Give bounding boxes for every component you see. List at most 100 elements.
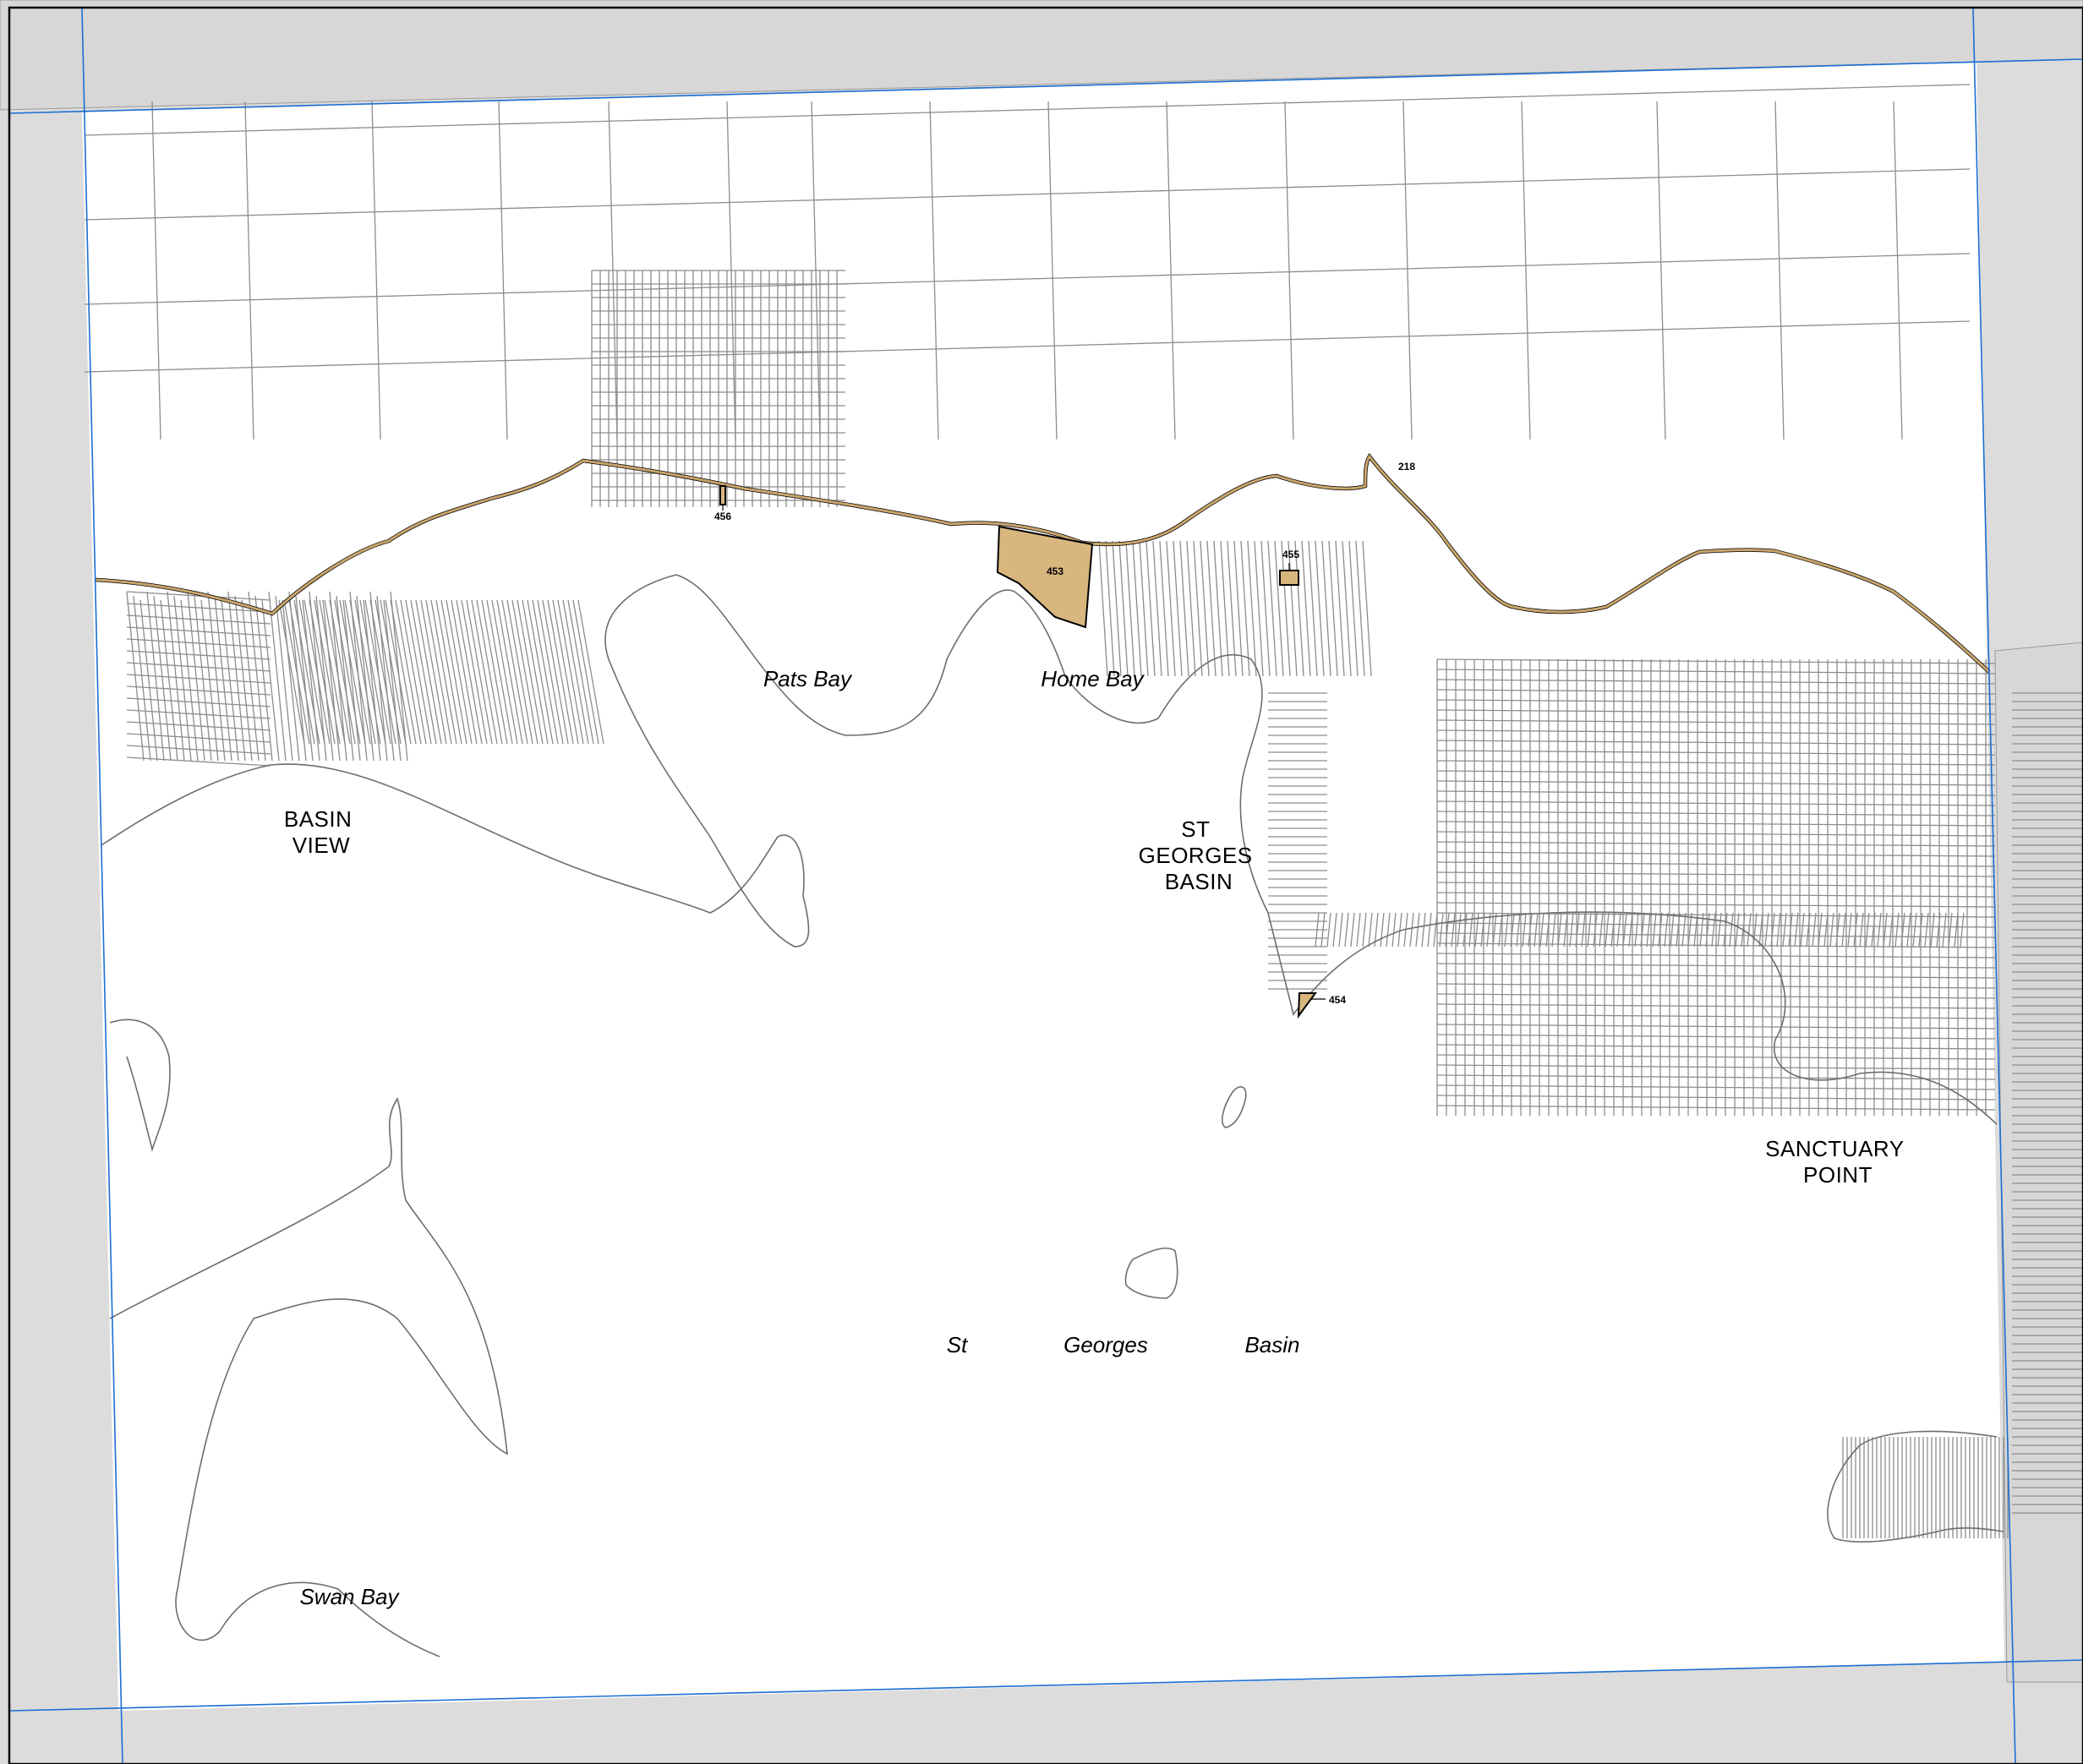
parcel-boundary [1409,912,1414,948]
parcel-boundary [1605,912,1610,948]
parcel-boundary [84,320,1971,373]
parcel-boundary [537,599,564,745]
parcel-boundary [1551,912,1556,948]
parcel-boundary [425,599,452,745]
parcel-boundary [1186,540,1196,677]
parcel-boundary [1557,912,1562,948]
parcel-boundary [1776,912,1781,948]
parcel-boundary [1656,101,1666,440]
parcel-boundary [1693,912,1698,948]
parcel-boundary [385,599,412,745]
parcel-boundary [1433,912,1438,948]
parcel-boundary [1402,101,1413,440]
island-south [1124,1247,1178,1299]
parcel-boundary [1942,912,1947,948]
parcel-boundary [1355,540,1365,677]
parcel-boundary [1906,912,1911,948]
parcel-boundary [1274,540,1284,677]
parcel-boundary [1179,540,1189,677]
parcel-boundary [375,599,402,745]
parcel-boundary [1213,540,1223,677]
parcel-boundary [303,599,331,745]
parcel-boundary [1539,912,1544,948]
parcel-boundary [1948,912,1953,948]
parcel-boundary [1652,912,1657,948]
parcel-boundary [139,599,158,762]
parcel-boundary [84,84,1971,136]
parcel-boundary [1397,912,1402,948]
parcel-boundary [1616,912,1621,948]
parcel-boundary [309,599,336,745]
parcel-boundary [1145,540,1156,677]
parcel-boundary [1534,912,1539,948]
parcel-boundary [491,599,518,745]
parcel-boundary [1362,912,1367,948]
parcel-boundary [1233,540,1244,677]
parcel-boundary [1930,912,1935,948]
parcel-boundary [1332,912,1337,948]
island-north [1222,1086,1247,1128]
lot-labels: 453 455 454 456 218 [714,461,1415,1006]
parcel-boundary [126,591,271,601]
parcel-boundary [567,599,594,745]
parcel-boundary [126,756,271,767]
parcel-boundary [1954,912,1959,948]
parcel-boundary [364,599,391,745]
parcel-boundary [339,599,366,745]
parcel-boundary [359,599,386,745]
parcel-boundary [405,599,432,745]
parcel-boundary [1457,912,1462,948]
parcel-boundary [572,599,599,745]
parcel-boundary [283,599,310,745]
parcel-boundary [461,599,488,745]
parcel-boundary [1159,540,1169,677]
parcel-boundary [1260,540,1271,677]
parcel-boundary [1391,912,1397,948]
parcel-boundary [1315,912,1320,948]
lot-454-label: 454 [1329,994,1346,1006]
parcel-boundary [486,599,513,745]
parcel-boundary [187,591,205,762]
parcel-boundary [1047,101,1058,440]
parcel-boundary [1320,912,1326,948]
parcel-boundary [349,599,376,745]
leader-lines [722,505,1326,1000]
parcel-boundary [440,599,467,745]
parcel-boundary [476,599,503,745]
parcel-boundary [126,733,271,743]
parcel-boundary [1758,912,1763,948]
parcel-boundary [1634,912,1639,948]
water-lake-st: St [947,1332,969,1357]
parcel-boundary [1818,912,1823,948]
parcel-boundary [126,591,145,762]
parcel-boundary [1847,912,1852,948]
parcel-boundary [167,591,185,762]
parcel-boundary [1380,912,1385,948]
parcel-boundary [1829,912,1834,948]
parcel-boundary [1504,912,1509,948]
parcel-boundary [1362,540,1372,677]
parcel-boundary [1227,540,1237,677]
parcel-boundary [1764,912,1769,948]
sheet-edges [9,8,2083,1764]
lake-shore-west [109,1019,171,1152]
water-home-bay: Home Bay [1041,666,1145,691]
parcel-boundary [153,595,172,762]
parcel-boundary [126,721,271,731]
parcel-boundary [126,626,271,636]
parcel-boundary [1894,912,1900,948]
parcel-boundary [1729,912,1734,948]
parcel-boundary [1166,101,1176,440]
parcel-boundary [380,599,407,745]
parcel-boundary [1173,540,1183,677]
parcel-boundary [1421,912,1426,948]
parcel-boundary [1924,912,1929,948]
parcel-boundary [1812,912,1817,948]
parcel-boundary [383,599,402,762]
parcel-boundary [1240,540,1250,677]
parcel-boundary [517,599,544,745]
parcel-boundary [288,599,315,745]
parcel-boundary [1315,540,1325,677]
parcel-boundary [395,599,422,745]
lot-453-shape [996,525,1094,629]
